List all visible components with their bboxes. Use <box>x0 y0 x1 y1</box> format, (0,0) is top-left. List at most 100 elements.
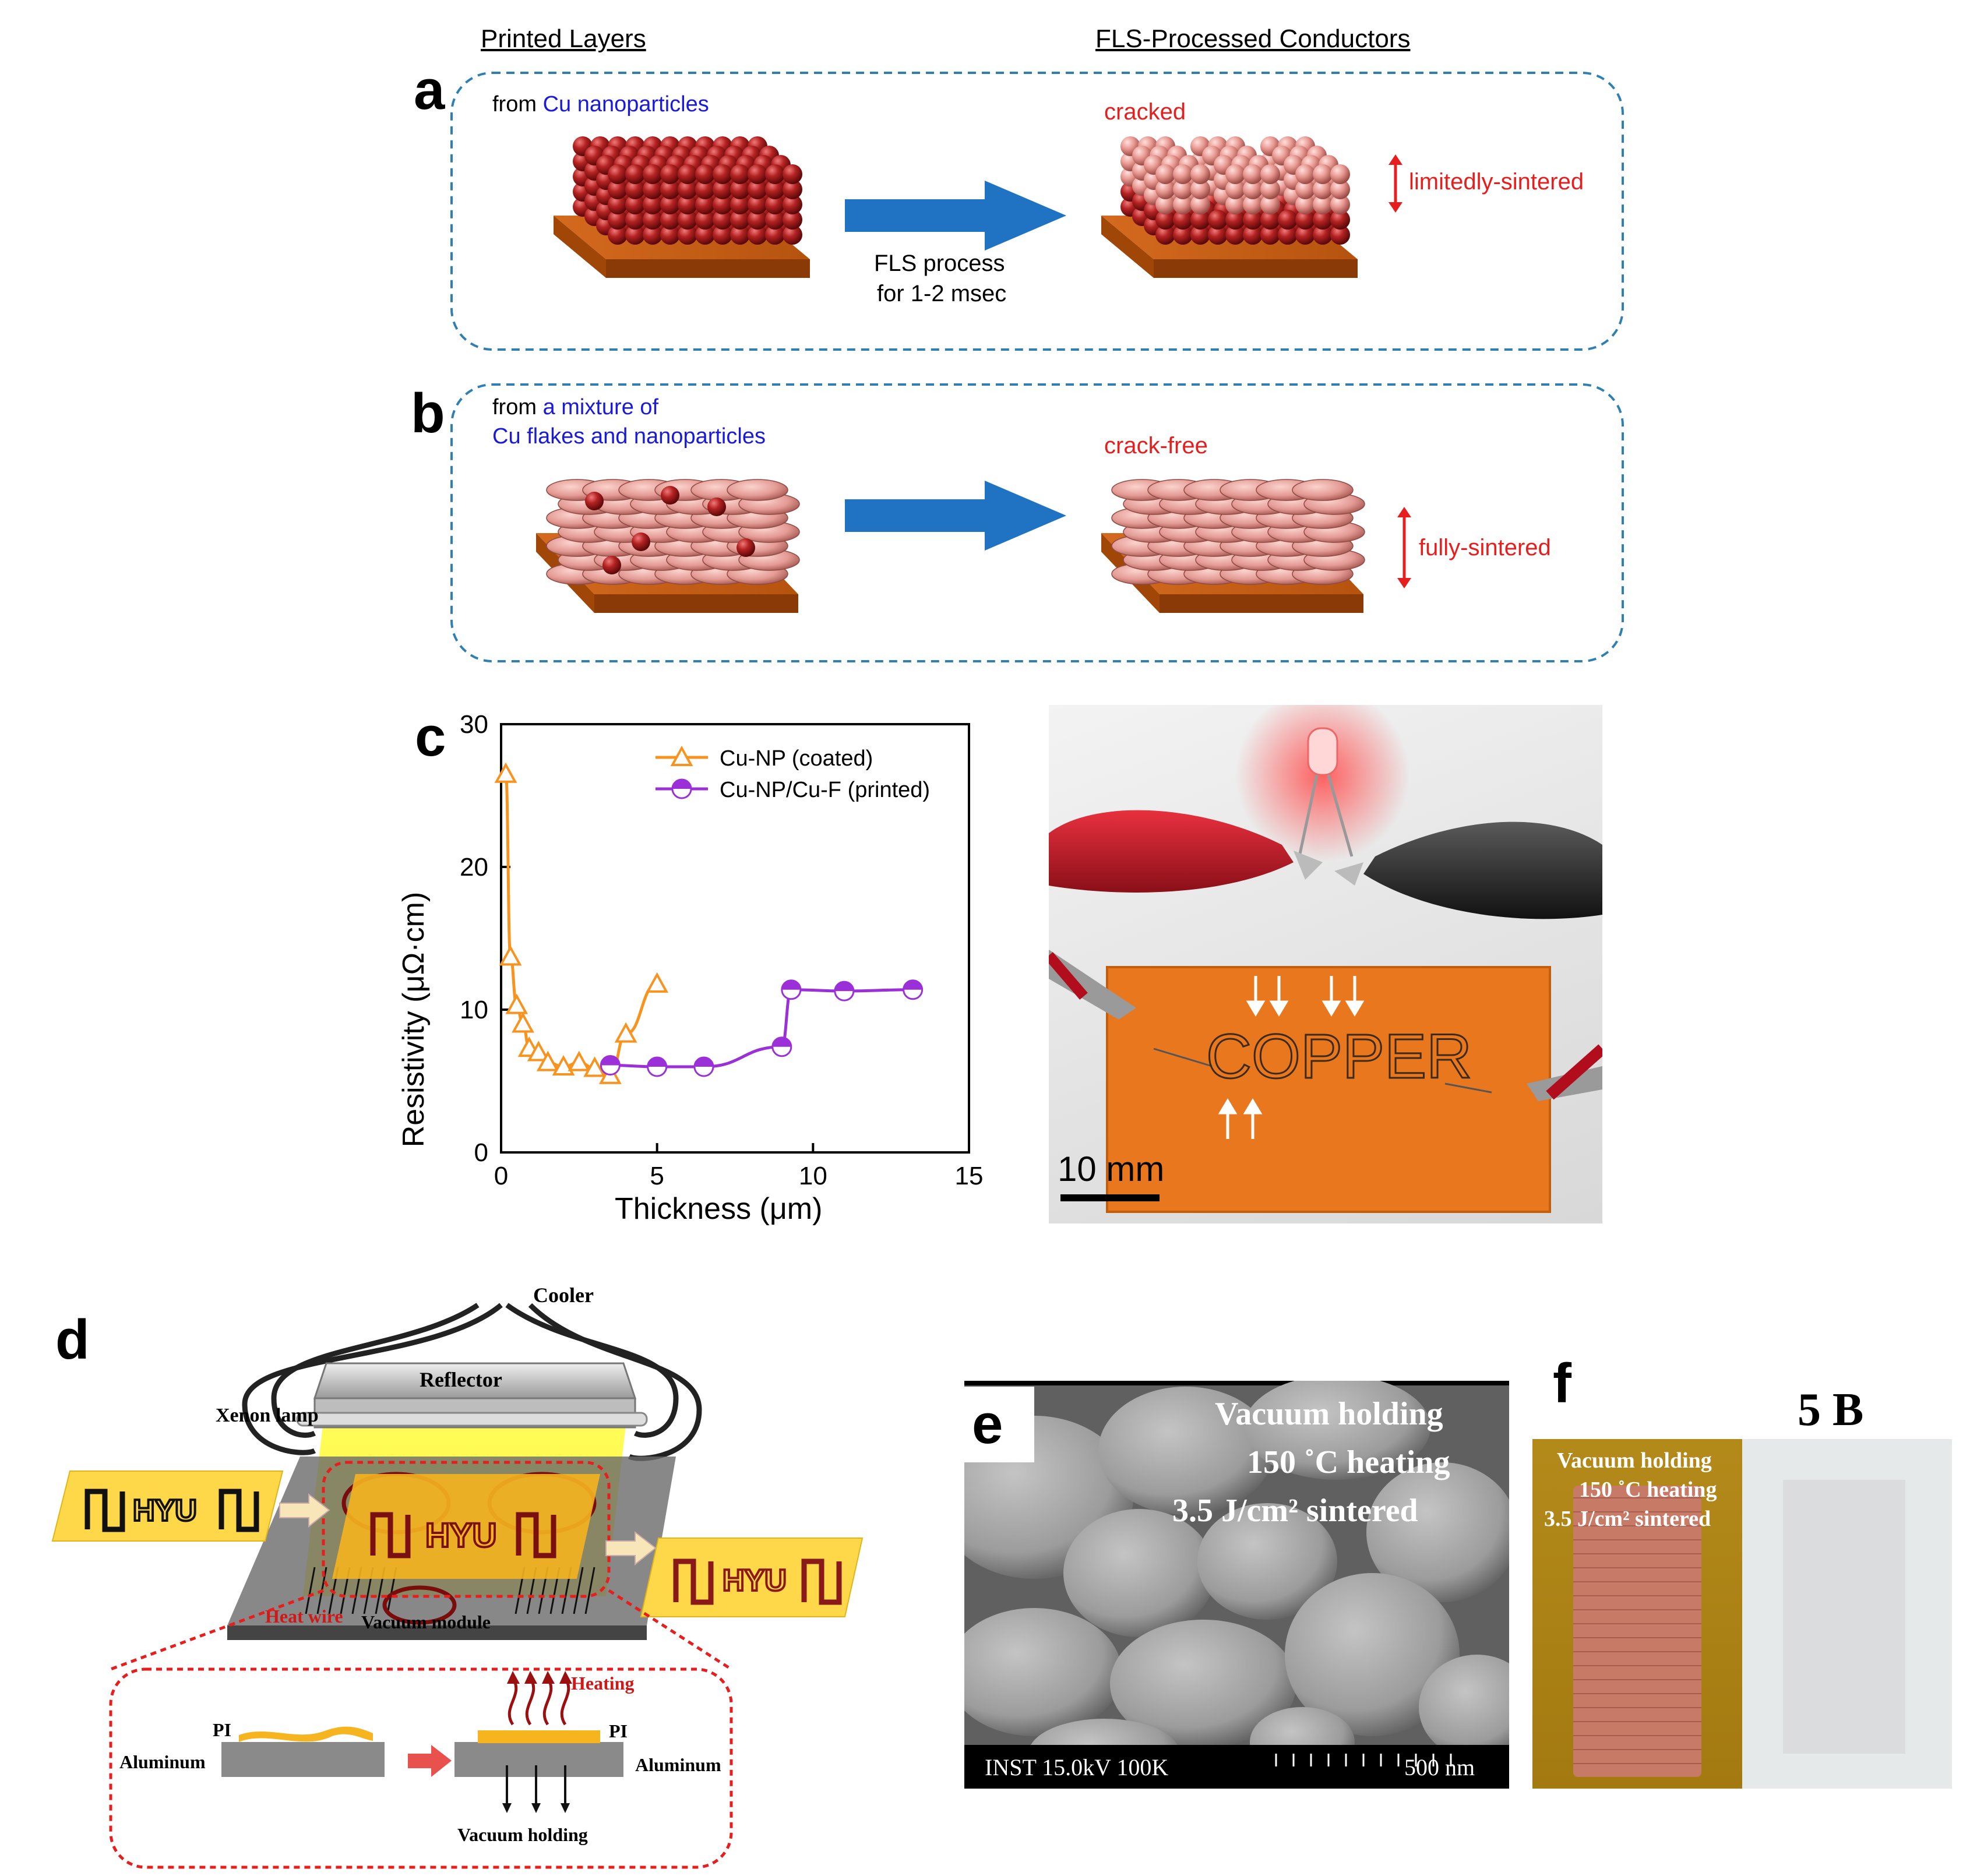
sintered-particle <box>1243 225 1263 245</box>
fls-arrow-a <box>845 181 1066 251</box>
data-point-triangle <box>512 1012 534 1033</box>
sem-line-2: 150 ˚C heating <box>1247 1444 1450 1480</box>
sintered-particle <box>1173 179 1193 199</box>
legend-marker-fill <box>672 780 691 789</box>
cu-nanoparticle <box>678 225 697 245</box>
x-tick-label: 5 <box>650 1162 664 1190</box>
cu-nanoparticle <box>678 164 697 184</box>
panel-b-material-1: a mixture of <box>542 395 659 419</box>
cu-nanoparticle <box>608 210 628 230</box>
cu-nanoparticle <box>713 164 732 184</box>
hyu-left-text: HYU <box>133 1494 197 1528</box>
reflector-label: Reflector <box>420 1368 502 1391</box>
sintered-particle <box>1155 225 1175 245</box>
sintered-particle <box>1243 210 1263 230</box>
sintered-particle <box>1260 225 1280 245</box>
sem-footer-left: INST 15.0kV 100K <box>985 1754 1169 1780</box>
chart-frame <box>500 723 970 1154</box>
cu-nanoparticle <box>660 195 680 214</box>
cu-nanoparticle <box>707 498 726 516</box>
sintered-particle <box>1173 195 1193 214</box>
sintered-particle <box>1313 195 1333 214</box>
data-point-half-circle <box>781 979 802 1000</box>
hyu-center-text: HYU <box>425 1517 496 1554</box>
sintered-particle <box>1225 164 1245 184</box>
data-point-triangle <box>499 945 522 966</box>
cu-nanoparticle <box>608 225 628 245</box>
sintered-particle <box>1155 164 1175 184</box>
cu-nanoparticle <box>748 164 767 184</box>
sintered-particle <box>1173 210 1193 230</box>
sem-line-1: Vacuum holding <box>1215 1396 1443 1432</box>
sem-grain-texture <box>964 1381 1509 1789</box>
sintered-particle <box>1225 179 1245 199</box>
x-tick-label: 0 <box>494 1162 508 1190</box>
vacuum-holding-label: Vacuum holding <box>457 1824 588 1845</box>
sintered-particle <box>1313 210 1333 230</box>
data-point-triangle <box>536 1050 559 1071</box>
cu-nanoparticle <box>660 164 680 184</box>
cu-nanoparticle <box>748 210 767 230</box>
panel-a-from-prefix: from <box>492 92 543 117</box>
sintered-particle <box>1330 210 1350 230</box>
sintered-particle <box>1190 195 1210 214</box>
y-tick-label: 20 <box>460 853 488 881</box>
flake-mixture-stack <box>536 479 800 613</box>
data-point-triangle <box>583 1056 606 1077</box>
cooler-label: Cooler <box>533 1283 594 1307</box>
sintered-particle <box>1243 164 1263 184</box>
copper-trace-text: COPPER <box>1206 1021 1472 1091</box>
copper-film <box>1573 1486 1701 1777</box>
cu-nanoparticle <box>783 164 802 184</box>
header-printed-layers: Printed Layers <box>481 24 646 53</box>
sintered-particle <box>1208 210 1228 230</box>
sintered-particle <box>1190 164 1210 184</box>
sintered-particle <box>1173 225 1193 245</box>
cu-nanoparticle <box>585 492 604 510</box>
sintered-particle <box>1260 210 1280 230</box>
cu-nanoparticle <box>736 538 755 557</box>
sintered-particle <box>1208 225 1228 245</box>
panel-c-letter: c <box>415 706 446 768</box>
panel-b-letter: b <box>411 382 445 445</box>
cu-nanoparticle <box>643 210 662 230</box>
y-tick-label: 30 <box>460 710 488 739</box>
sem-footer-right: 500 nm <box>1404 1754 1475 1780</box>
panel-d-letter: d <box>55 1309 90 1371</box>
fully-sintered-label: fully-sintered <box>1419 535 1551 560</box>
sintered-particle <box>1330 164 1350 184</box>
cu-nanoparticle <box>625 179 645 199</box>
sintered-particle <box>1155 179 1175 199</box>
cu-nanoparticle <box>748 195 767 214</box>
y-tick-label: 0 <box>474 1138 488 1167</box>
cu-nanoparticle <box>678 210 697 230</box>
cu-nanoparticle <box>608 179 628 199</box>
cu-nanoparticle <box>625 164 645 184</box>
fls-caption-1: FLS process <box>874 251 1005 276</box>
x-tick-label: 15 <box>955 1162 984 1190</box>
sem-image <box>964 1381 1509 1789</box>
cu-nanoparticle <box>632 533 650 551</box>
cu-nanoparticle <box>643 164 662 184</box>
panel-b-source-line1: from a mixture of <box>492 395 658 420</box>
data-point-half-circle <box>771 1036 792 1057</box>
sintered-particle <box>1190 225 1210 245</box>
tape-imprint <box>1783 1480 1905 1754</box>
legend-marker <box>670 745 693 766</box>
data-point-triangle <box>646 972 669 993</box>
cu-nanoparticle <box>783 179 802 199</box>
cu-nanoparticle <box>695 164 715 184</box>
data-point-half-circle <box>834 981 855 1002</box>
adhesion-grade-title: 5 B <box>1798 1384 1864 1436</box>
sintered-particle <box>1173 164 1193 184</box>
sem-scale-bar <box>1275 1754 1452 1766</box>
cu-nanoparticle <box>783 195 802 214</box>
cu-nanoparticle <box>660 225 680 245</box>
panel-f-letter: f <box>1553 1352 1571 1415</box>
sintered-particle <box>1330 225 1350 245</box>
pi-right-label: PI <box>609 1720 628 1741</box>
cu-nanoparticle <box>765 225 785 245</box>
crack-free-label: crack-free <box>1104 433 1208 459</box>
series-line-1 <box>610 988 913 1069</box>
